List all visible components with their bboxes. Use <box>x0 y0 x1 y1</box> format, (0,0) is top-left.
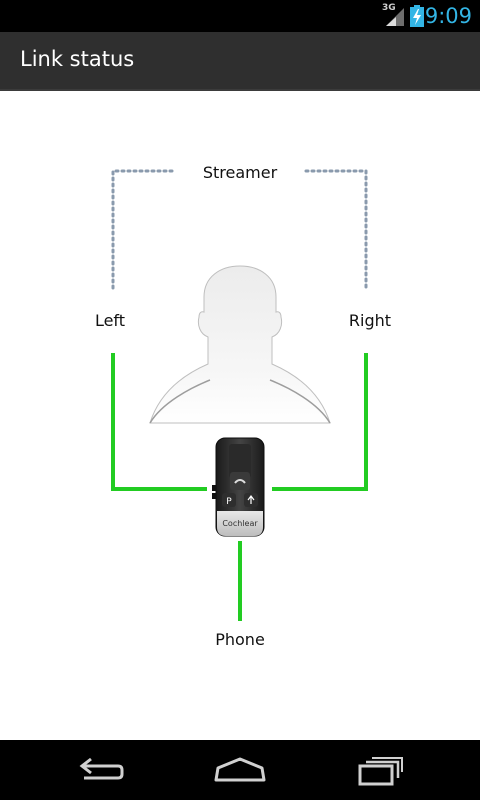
person-silhouette-icon <box>149 265 331 424</box>
back-icon[interactable] <box>60 750 140 790</box>
action-bar: Link status <box>0 32 480 91</box>
link-status-diagram: P Cochlear Streamer Left Right Phone <box>0 91 480 740</box>
signal-icon <box>386 8 404 26</box>
streamer-link <box>111 169 368 290</box>
navigation-bar <box>0 740 480 800</box>
streamer-label: Streamer <box>202 163 278 182</box>
device-brand-label: Cochlear <box>222 519 258 528</box>
recent-apps-icon[interactable] <box>340 750 420 790</box>
right-label: Right <box>348 311 392 330</box>
phone-label: Phone <box>215 630 265 649</box>
home-icon[interactable] <box>200 750 280 790</box>
battery-charging-icon <box>410 5 424 27</box>
left-label: Left <box>94 311 126 330</box>
page-title: Link status <box>20 47 135 71</box>
clock: 9:09 <box>424 4 472 28</box>
diagram-graphics: P Cochlear <box>111 169 368 621</box>
left-link <box>111 353 207 491</box>
device-p-button: P <box>226 497 232 507</box>
streamer-device-icon: P Cochlear <box>212 437 265 537</box>
status-bar: 3G 9:09 <box>0 0 480 32</box>
right-link <box>272 353 368 491</box>
network-type: 3G <box>382 3 396 13</box>
connected-links <box>111 353 368 621</box>
